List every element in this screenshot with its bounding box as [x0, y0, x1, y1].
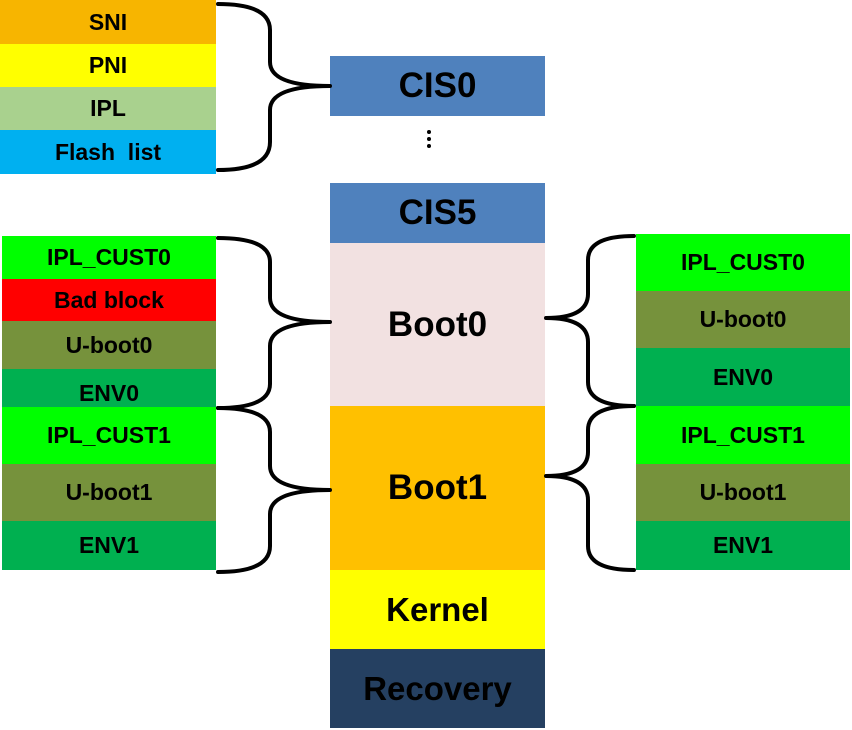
left-uboot0-block: U-boot0 [2, 321, 216, 369]
brace-left-boot1 [216, 406, 332, 574]
ipl-block: IPL [0, 87, 216, 130]
left-ipl-cust1-block: IPL_CUST1 [2, 407, 216, 464]
boot0-block: Boot0 [330, 243, 545, 406]
right-ipl-cust0-block: IPL_CUST0 [636, 234, 850, 291]
ellipsis-dots [421, 130, 437, 151]
brace-right-boot1 [544, 404, 636, 572]
right-uboot1-block: U-boot1 [636, 464, 850, 521]
left-bad-block: Bad block [2, 279, 216, 321]
pni-block: PNI [0, 44, 216, 87]
brace-right-boot0 [544, 234, 636, 408]
recovery-block: Recovery [330, 649, 545, 728]
left-uboot1-block: U-boot1 [2, 464, 216, 521]
right-env1-block: ENV1 [636, 521, 850, 570]
kernel-block: Kernel [330, 570, 545, 649]
brace-left-boot0 [216, 236, 332, 410]
cis5-block: CIS5 [330, 183, 545, 243]
left-ipl-cust0-block: IPL_CUST0 [2, 236, 216, 279]
brace-top-left [216, 2, 332, 172]
sni-block: SNI [0, 0, 216, 44]
left-env1-block: ENV1 [2, 521, 216, 570]
right-uboot0-block: U-boot0 [636, 291, 850, 348]
boot1-block: Boot1 [330, 406, 545, 570]
flash-list-block: Flash list [0, 130, 216, 174]
left-env0-block: ENV0 [2, 369, 216, 407]
right-ipl-cust1-block: IPL_CUST1 [636, 406, 850, 464]
cis0-block: CIS0 [330, 56, 545, 116]
right-env0-block: ENV0 [636, 348, 850, 406]
